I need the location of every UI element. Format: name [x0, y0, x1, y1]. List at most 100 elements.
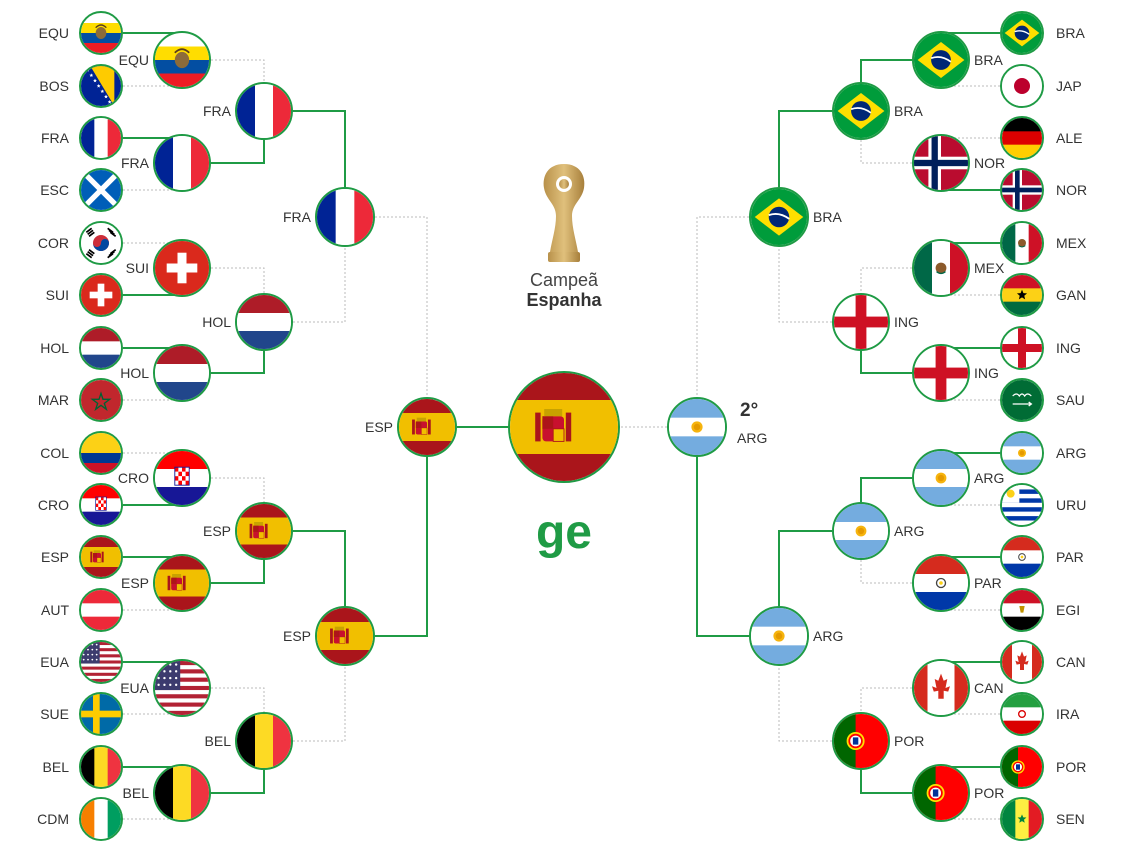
left-label: ESP	[120, 575, 149, 591]
left-r16-label: FRA	[41, 130, 69, 146]
right-label: BRA	[894, 103, 923, 119]
right-connector	[778, 110, 832, 187]
left-r8-5-spain-flag-icon	[153, 554, 211, 612]
right-connector	[860, 770, 912, 794]
champion-name: Espanha	[526, 290, 602, 310]
right-r16-label: CAN	[1056, 654, 1086, 670]
right-label: POR	[894, 733, 925, 749]
left-r16-11-austria-flag-icon	[79, 588, 123, 632]
right-r16-label: URU	[1056, 497, 1087, 513]
left-r8-1-france-flag-icon	[153, 134, 211, 192]
left-label: EUA	[120, 680, 149, 696]
right-r16-label: ALE	[1056, 130, 1083, 146]
left-r16-1-bosnia-flag-icon	[79, 64, 123, 108]
right-r16-label: ARG	[1056, 445, 1087, 461]
left-r8-2-switzerland-flag-icon	[153, 239, 211, 297]
right-connector-dotted	[778, 247, 832, 323]
right-label: POR	[974, 785, 1005, 801]
right-r16-3-norway-flag-icon	[1000, 168, 1044, 212]
left-r16-label: AUT	[41, 602, 69, 618]
right-r16-13-iran-flag-icon	[1000, 692, 1044, 736]
right-r16-10-paraguay-flag-icon	[1000, 535, 1044, 579]
left-connector-dotted	[211, 267, 265, 293]
left-r16-15-ivory-coast-flag-icon	[79, 797, 123, 841]
right-r8-2-mexico-flag-icon	[912, 239, 970, 297]
left-r16-9-croatia-flag-icon	[79, 483, 123, 527]
left-r16-label: COR	[37, 235, 69, 251]
left-label: ESP	[202, 523, 231, 539]
right-connector-dotted	[860, 140, 912, 164]
left-r16-2-france-flag-icon	[79, 116, 123, 160]
left-r16-14-belgium-flag-icon	[79, 745, 123, 789]
left-label: ESP	[282, 628, 311, 644]
left-r16-label: MAR	[37, 392, 69, 408]
left-connector	[211, 140, 265, 164]
right-r16-11-egypt-flag-icon	[1000, 588, 1044, 632]
right-label: NOR	[974, 155, 1006, 171]
left-final-spain-flag-icon	[397, 397, 457, 457]
right-r16-7-saudi-arabia-flag-icon	[1000, 378, 1044, 422]
right-label: ARG	[813, 628, 844, 644]
right-r16-label: SEN	[1056, 811, 1085, 827]
left-label: FRA	[283, 209, 311, 225]
left-connector-dotted	[293, 247, 346, 323]
left-r16-6-netherlands-flag-icon	[79, 326, 123, 370]
right-r16-label: GAN	[1056, 287, 1087, 303]
right-sf-1-argentina-flag-icon	[749, 606, 809, 666]
left-label: HOL	[120, 365, 149, 381]
left-r16-0-ecuador-flag-icon	[79, 11, 123, 55]
left-r16-4-south-korea-flag-icon	[79, 221, 123, 265]
right-r8-6-canada-flag-icon	[912, 659, 970, 717]
right-r16-label: ING	[1056, 340, 1081, 356]
left-r16-label: SUI	[45, 287, 69, 303]
left-label: BEL	[204, 733, 231, 749]
champion-block: Campeã Espanha	[512, 160, 616, 310]
right-r16-label: EGI	[1056, 602, 1081, 618]
left-r8-6-usa-flag-icon	[153, 659, 211, 717]
right-connector	[860, 351, 912, 374]
right-label: ARG	[974, 470, 1005, 486]
right-r8-1-norway-flag-icon	[912, 134, 970, 192]
right-r16-9-uruguay-flag-icon	[1000, 483, 1044, 527]
right-r16-label: PAR	[1056, 549, 1084, 565]
right-r8-7-portugal-flag-icon	[912, 764, 970, 822]
right-r8-0-brazil-flag-icon	[912, 31, 970, 89]
left-connector-dotted	[375, 216, 428, 397]
left-connector	[293, 530, 346, 606]
right-r16-label: NOR	[1056, 182, 1088, 198]
left-r16-7-morocco-flag-icon	[79, 378, 123, 422]
left-r16-label: EUA	[40, 654, 69, 670]
right-qf-1-england-flag-icon	[832, 293, 890, 351]
right-connector	[860, 477, 912, 502]
ge-logo: ge	[536, 508, 592, 559]
left-connector	[375, 457, 428, 637]
left-r8-7-belgium-flag-icon	[153, 764, 211, 822]
right-final-label: ARG	[737, 430, 768, 446]
right-label: ING	[894, 314, 919, 330]
right-r16-12-canada-flag-icon	[1000, 640, 1044, 684]
right-r16-label: POR	[1056, 759, 1087, 775]
right-r16-5-ghana-flag-icon	[1000, 273, 1044, 317]
right-label: BRA	[813, 209, 842, 225]
left-r16-13-sweden-flag-icon	[79, 692, 123, 736]
left-connector	[293, 110, 346, 187]
right-sf-0-brazil-flag-icon	[749, 187, 809, 247]
left-connector-dotted	[211, 477, 265, 502]
right-r16-label: BRA	[1056, 25, 1085, 41]
left-label: SUI	[125, 260, 149, 276]
left-r16-label: CDM	[37, 811, 69, 827]
right-r16-0-brazil-flag-icon	[1000, 11, 1044, 55]
right-r16-4-mexico-flag-icon	[1000, 221, 1044, 265]
right-r8-4-argentina-flag-icon	[912, 449, 970, 507]
left-qf-0-france-flag-icon	[235, 82, 293, 140]
left-r16-8-colombia-flag-icon	[79, 431, 123, 475]
left-label: BEL	[122, 785, 149, 801]
right-final-argentina-flag-icon	[667, 397, 727, 457]
right-connector-dotted	[860, 267, 912, 293]
left-qf-1-netherlands-flag-icon	[235, 293, 293, 351]
right-r16-8-argentina-flag-icon	[1000, 431, 1044, 475]
right-qf-2-argentina-flag-icon	[832, 502, 890, 560]
right-r16-label: JAP	[1056, 78, 1082, 94]
left-sf-1-spain-flag-icon	[315, 606, 375, 666]
left-r16-label: COL	[40, 445, 69, 461]
